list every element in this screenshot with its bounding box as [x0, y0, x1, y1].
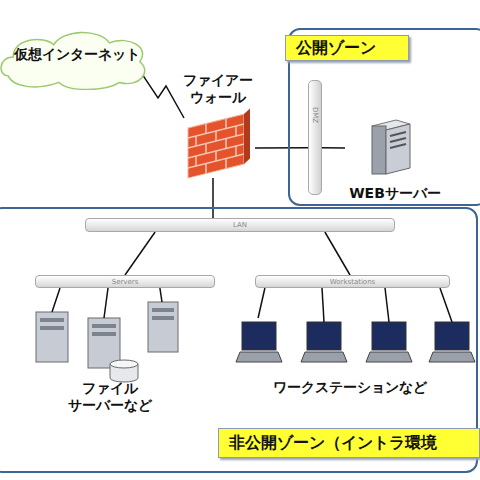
node-label: Servers	[112, 278, 139, 286]
zone-label: 公開ゾーン	[285, 35, 409, 61]
network-link	[325, 232, 350, 275]
file-server-icons	[36, 288, 178, 382]
node-label: ファイアー ウォール	[180, 72, 255, 106]
network-link	[258, 288, 265, 318]
node-label: ワークステーションなど	[273, 379, 427, 396]
network-link	[140, 71, 184, 118]
node-label: ファイル サーバーなど	[60, 380, 160, 414]
firewall-node: ファイアー ウォール	[180, 72, 255, 178]
web-server-icon	[372, 120, 410, 174]
dmz-segment: DMZ	[308, 80, 322, 195]
file-server-group: ファイル サーバーなど	[30, 302, 190, 414]
network-link	[212, 178, 214, 218]
firewall-icon	[188, 109, 250, 178]
node-label: 仮想インターネット	[8, 46, 140, 68]
workstations-segment: Workstations	[255, 275, 450, 288]
node-label: WEBサーバー	[349, 185, 441, 202]
public-zone: 公開ゾーン DMZ WEBサーバー	[288, 28, 480, 206]
internet-cloud: 仮想インターネット	[0, 24, 150, 90]
laptop-icons	[236, 288, 475, 362]
node-label: Workstations	[330, 278, 375, 286]
network-link	[160, 288, 162, 302]
network-link	[255, 147, 308, 149]
network-link	[322, 147, 345, 149]
node-label: LAN	[233, 221, 247, 229]
workstation-group: ワークステーションなど	[230, 318, 470, 396]
lan-segment: LAN	[85, 218, 395, 232]
private-zone: 非公開ゾーン（イントラ環境 LAN Servers Workstations ファイル …	[0, 207, 478, 473]
web-server-node: WEBサーバー	[345, 115, 445, 202]
node-label: DMZ	[311, 107, 319, 123]
servers-segment: Servers	[35, 275, 215, 288]
network-link	[125, 232, 155, 275]
cloud-shape	[1, 32, 145, 89]
zone-label: 非公開ゾーン（イントラ環境	[218, 428, 480, 458]
